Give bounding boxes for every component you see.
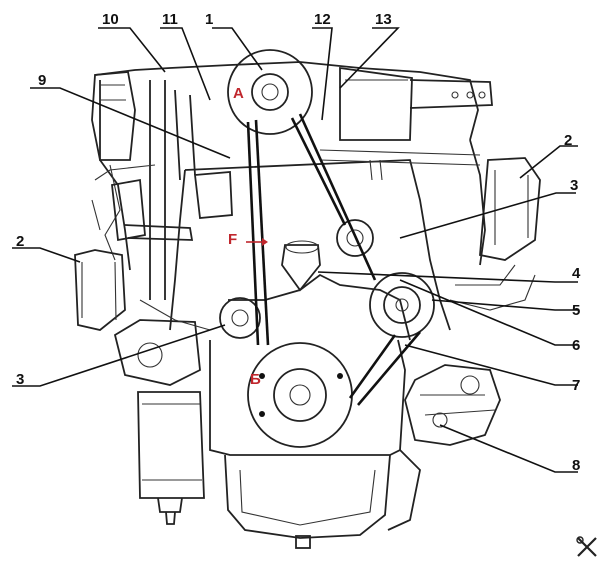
callout-9: 9: [38, 72, 46, 89]
pulleys: [193, 49, 435, 448]
callout-13: 13: [375, 11, 392, 28]
callout-3-left: 3: [16, 371, 24, 388]
callout-6: 6: [572, 337, 580, 354]
tools-logo: [576, 536, 597, 557]
callout-10: 10: [102, 11, 119, 28]
idler-pulley: [336, 219, 374, 257]
fan-pulley: [227, 49, 313, 135]
belts: [246, 113, 421, 406]
engine-block: [94, 61, 486, 549]
callout-4: 4: [572, 265, 581, 282]
point-b: Б: [250, 371, 261, 388]
callout-11: 11: [162, 11, 178, 28]
callout-1: 1: [205, 11, 213, 28]
left-components: [74, 71, 211, 525]
point-f: F: [228, 231, 237, 248]
callout-2-left: 2: [16, 233, 24, 250]
pump-pulley: [369, 272, 435, 338]
callout-12: 12: [314, 11, 331, 28]
callout-7: 7: [572, 377, 580, 394]
right-components: [319, 66, 541, 446]
callout-5: 5: [572, 302, 580, 319]
f-arrow-head: [262, 238, 268, 246]
callout-3-right: 3: [570, 177, 578, 194]
tensioner-pulley: [219, 297, 261, 339]
callout-2-right: 2: [564, 132, 572, 149]
point-a: A: [233, 85, 244, 102]
callout-8: 8: [572, 457, 580, 474]
crank-pulley: [247, 342, 353, 448]
leader-lines: [12, 27, 578, 473]
